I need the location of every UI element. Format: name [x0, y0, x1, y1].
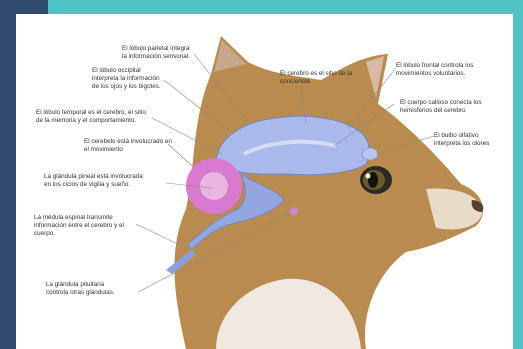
cerebellum-core [200, 172, 228, 200]
label-medula: La médula espinal transmite información … [34, 214, 124, 238]
diagram-card: El lóbulo parietal integra la informació… [16, 14, 513, 349]
label-pineal: La glándula pineal está involucrada en l… [44, 173, 143, 189]
label-frontal: El lóbulo frontal controla los movimient… [396, 62, 473, 78]
label-olfativo: El bulbo olfativo interpreta los olores [434, 132, 489, 148]
label-calloso: El cuerpo calloso conecta los hemisferio… [400, 99, 482, 115]
top-accent-band [48, 0, 523, 14]
label-occipital: El lóbulo occipital interpreta la inform… [92, 67, 161, 91]
label-cerebelo: El cerebelo está involucrado en el movim… [84, 138, 172, 154]
label-cerebro: El cerebro es el sitio de la conciencia [280, 70, 352, 86]
right-accent-band [513, 0, 523, 349]
olfactory-bulb [362, 148, 378, 160]
label-pituitaria: La glándula pituitaria controla otras gl… [46, 281, 115, 297]
cat-eye-glint [366, 174, 371, 179]
label-parietal: El lóbulo parietal integra la informació… [122, 45, 190, 61]
pituitary-gland [290, 207, 298, 215]
label-temporal: El lóbulo temporal es el cerebro, el sit… [36, 109, 146, 125]
